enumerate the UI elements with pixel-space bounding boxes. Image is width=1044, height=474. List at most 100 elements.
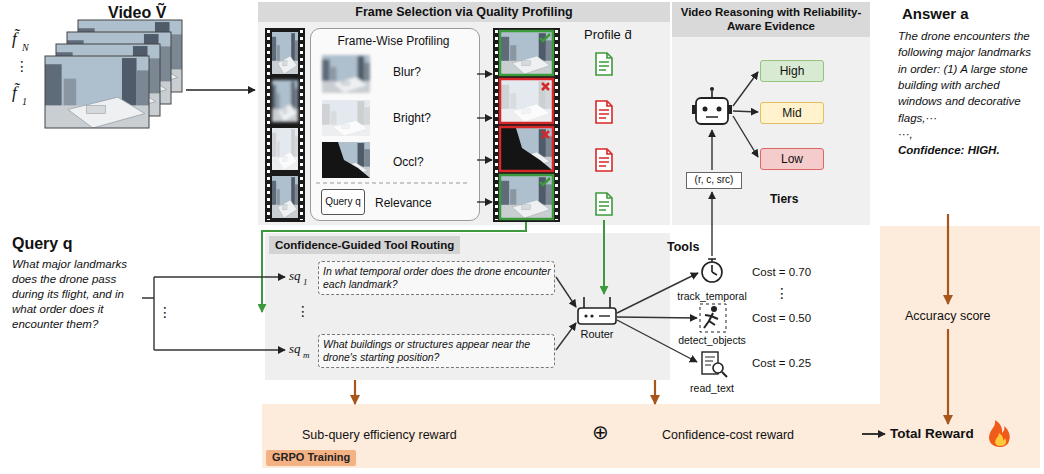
video-stack [78,20,182,92]
routing-arrow [617,317,697,318]
tier-arrow [733,111,758,112]
video-stack [45,56,149,128]
query-box: Query q [321,189,365,215]
film-strip [272,176,298,218]
panel: Frame Selection via Quality ProfilingPro… [258,2,670,225]
tool-icon [700,259,727,377]
robot-icon [692,105,696,114]
video-stack [78,20,182,92]
robot-icon [696,98,728,124]
profile-arrow [477,117,492,118]
robot-icon [706,91,718,117]
robot-icon [717,107,722,112]
selected-film-strip [500,79,553,123]
tuple-label: (r, c, src) [695,174,734,187]
selected-film-strip [501,80,552,122]
panel-heading: Confidence-Guided Tool Routing [269,236,460,254]
selected-film-strip [542,83,549,90]
ellipsis: ⋮ [775,285,789,303]
profiling-box: Frame-Wise ProfilingBlur?Bright?Occl?Rel… [310,28,480,221]
frame-symbol: f̃ [12,28,17,49]
video-stack [45,56,149,128]
selected-film-strip [540,178,550,185]
router-icon [578,297,616,324]
tool-name: read_text [690,382,734,395]
panel-heading: Video Reasoning with Reliability-Aware E… [672,2,870,37]
reward-term: Confidence-cost reward [662,428,794,444]
profile-document [596,101,612,123]
accuracy-label: Accuracy score [905,309,990,325]
frame-index: 1 [22,96,27,109]
tier-arrow [711,192,712,256]
robot-icon [692,87,732,124]
subquery-box: sqmWhat buildings or structures appear n… [318,334,555,368]
reward-arrow [947,329,949,424]
profile-document [596,53,612,75]
router-icon [599,315,610,316]
tools-heading: Tools [667,240,699,256]
reward-term: Sub-query efficiency reward [302,428,457,444]
subquery-index: 1 [303,277,308,288]
frame-index: N [22,42,29,55]
total-reward: Total Reward [890,426,974,443]
profile-arrow [477,73,492,74]
selected-film-strip [555,30,558,220]
subquery-text: What buildings or structures appear near… [323,338,552,364]
video-label: Video Ṽ [108,3,166,23]
frame-symbol: f̃ [12,82,17,103]
profile-document [596,53,612,215]
reward-arrow [354,380,356,404]
robot-icon [710,87,714,91]
training-tag: GRPO Training [266,450,356,466]
tier-label: High [780,64,805,79]
film-strip [265,28,305,222]
film-strip [267,30,270,220]
ellipsis: ⋮ [15,58,29,76]
profile-arrow [477,159,492,160]
robot-icon [703,107,708,112]
tier-heading: Tiers [770,192,798,207]
answer-confidence: Confidence: HIGH. [898,142,1040,158]
selected-film-strip [500,127,553,171]
box-heading: Frame-Wise Profiling [311,34,476,49]
reward-arrow [654,380,656,404]
router-icon [590,314,593,317]
tool-icon [704,313,718,328]
profiling-thumbnail [316,183,470,184]
query-bracket [142,277,285,350]
routing-arrow [556,323,576,350]
tool-icon [705,357,715,365]
selected-film-strip [501,32,552,74]
selected-film-strip [542,131,549,138]
tool-cost: Cost = 0.25 [752,356,811,370]
selection-flow-arrow [262,222,526,312]
profiling-thumbnail [322,100,370,136]
subquery-text: In what temporal order does the drone en… [323,265,552,291]
tier-label: Mid [782,106,801,121]
profiling-thumbnail [316,55,470,183]
ellipsis: ⋮ [296,303,310,321]
video-stack [56,44,160,116]
robot-icon [728,105,732,114]
film-strip [265,28,305,222]
film-strip [272,80,298,122]
query-bracket [154,349,285,350]
tool-icon [702,262,722,282]
tier-box: Mid [760,102,824,124]
check-label: Bright? [393,111,431,126]
tier-box: High [760,60,824,82]
selected-film-strip [501,128,552,170]
film-strip [300,30,303,220]
subquery-box: sq1In what temporal order does the drone… [318,261,555,295]
profiling-thumbnail [322,142,370,178]
tier-arrow [711,130,712,170]
fire-icon [995,433,1006,446]
fire-icon [989,420,1010,447]
tier-box: Low [760,148,824,170]
selected-film-strip [501,128,552,170]
selected-film-strip [493,28,560,222]
video-stack [67,32,171,104]
check-label: Occl? [393,155,424,170]
